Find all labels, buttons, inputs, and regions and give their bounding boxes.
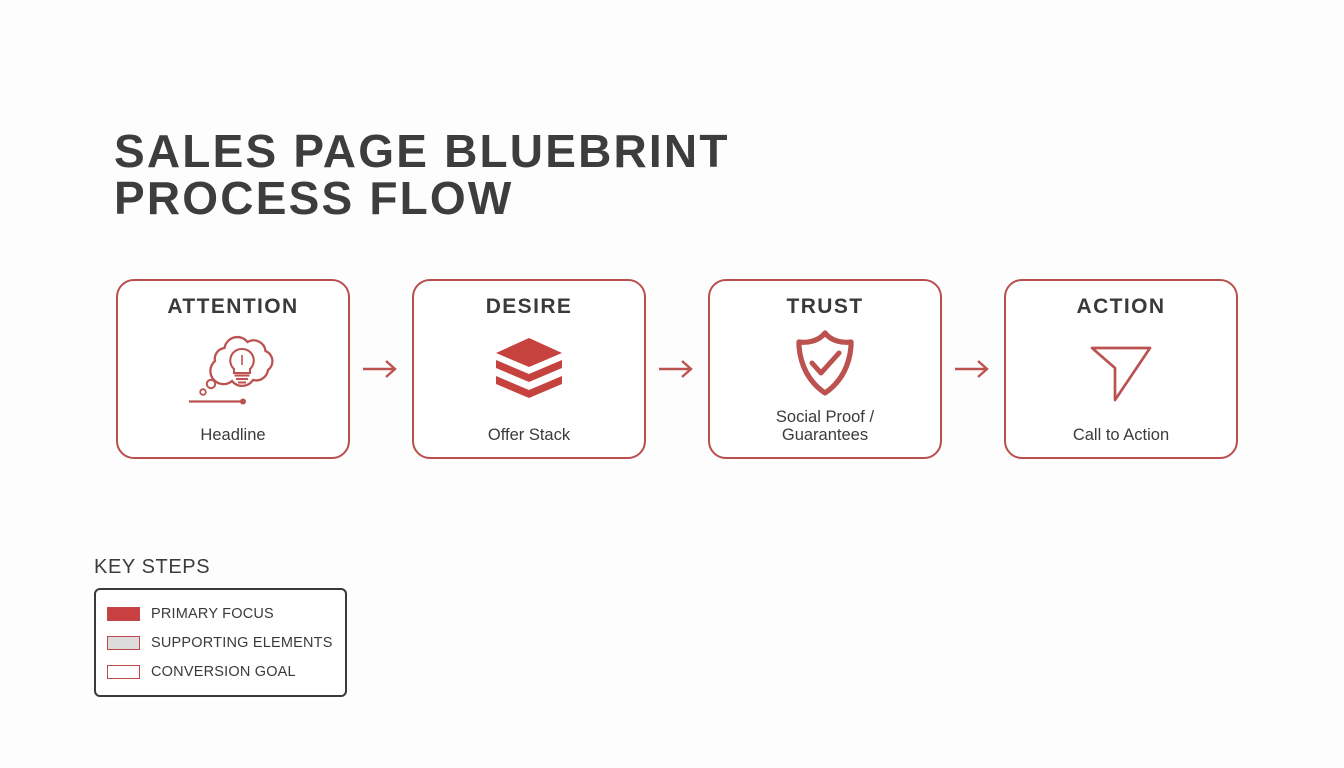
flow-step-desire[interactable]: DESIRE Offer Stack: [412, 279, 646, 459]
arrow-right-icon: [654, 354, 700, 384]
legend: KEY STEPS PRIMARY FOCUS SUPPORTING ELEME…: [94, 556, 354, 697]
page-title: SALES PAGE BLUEBRINT PROCESS FLOW: [114, 128, 814, 222]
flow-step-attention[interactable]: ATTENTION Headline: [116, 279, 350, 459]
thought-bubble-lightbulb-icon: [118, 319, 348, 427]
flow-step-title: ACTION: [1076, 295, 1166, 318]
flow-step-title: TRUST: [786, 295, 864, 318]
flow-step-label: Offer Stack: [487, 425, 571, 444]
layer-stack-icon: [414, 319, 644, 427]
arrow-right-icon: [358, 354, 404, 384]
legend-swatch-icon: [107, 606, 140, 621]
process-flow: ATTENTION Headline DESIRE: [116, 278, 1238, 460]
flow-step-title: DESIRE: [485, 295, 573, 318]
flow-step-label: Headline: [200, 425, 266, 444]
funnel-send-icon: [1006, 319, 1236, 427]
legend-swatch-icon: [107, 664, 140, 679]
legend-item-label: SUPPORTING ELEMENTS: [151, 634, 333, 651]
legend-heading: KEY STEPS: [94, 556, 211, 578]
legend-item-supporting-elements[interactable]: SUPPORTING ELEMENTS: [107, 628, 333, 657]
legend-item-primary-focus[interactable]: PRIMARY FOCUS: [107, 599, 333, 628]
page-title-line-2: PROCESS FLOW: [114, 172, 514, 224]
legend-item-label: PRIMARY FOCUS: [151, 605, 274, 622]
page-title-line-1: SALES PAGE BLUEBRINT: [114, 125, 730, 177]
legend-swatch-icon: [107, 635, 140, 650]
arrow-right-icon: [950, 354, 996, 384]
flow-step-title: ATTENTION: [167, 295, 299, 318]
legend-item-label: CONVERSION GOAL: [151, 663, 296, 680]
flow-step-trust[interactable]: TRUST Social Proof /Guarantees: [708, 279, 942, 459]
flow-step-label: Social Proof /Guarantees: [775, 408, 875, 444]
legend-box: PRIMARY FOCUS SUPPORTING ELEMENTS CONVER…: [94, 588, 347, 697]
flow-step-action[interactable]: ACTION Call to Action: [1004, 279, 1238, 459]
shield-check-icon: [710, 319, 940, 409]
flow-step-label: Call to Action: [1072, 425, 1170, 444]
legend-item-conversion-goal[interactable]: CONVERSION GOAL: [107, 657, 333, 686]
